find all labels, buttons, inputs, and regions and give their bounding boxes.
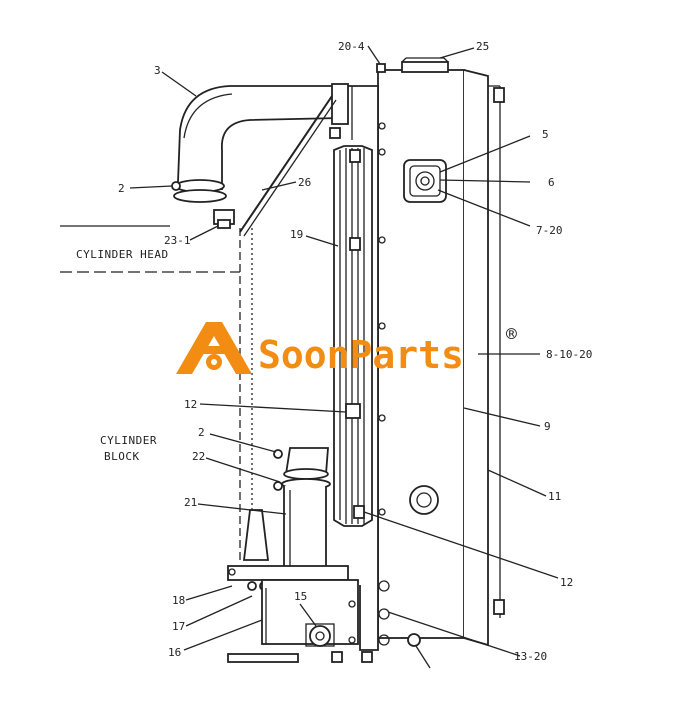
engine-outline <box>60 225 253 560</box>
region-notes: CYLINDER HEAD CYLINDER BLOCK <box>76 248 169 463</box>
watermark: SoonParts ® <box>176 322 517 377</box>
callout-16: 16 <box>168 646 181 659</box>
sight-gauge <box>403 159 447 203</box>
callout-2-upper: 2 <box>118 182 125 195</box>
callout-11: 11 <box>548 490 561 503</box>
callout-12-upper: 12 <box>184 398 197 411</box>
lower-bracket <box>227 579 373 663</box>
registered-mark: ® <box>506 324 517 345</box>
callout-12-lower: 12 <box>560 576 573 589</box>
callout-23-1: 23-1 <box>164 234 191 247</box>
filler-cap <box>401 57 449 73</box>
note-cylinder-block-line1: CYLINDER <box>100 434 157 447</box>
lower-hose <box>273 447 331 569</box>
top-bolt <box>376 63 386 73</box>
callouts: 20-4 25 3 5 6 7-20 2 26 23-1 19 8-10-20 … <box>118 40 592 663</box>
bottom-plug <box>407 633 421 647</box>
callout-25: 25 <box>476 40 489 53</box>
note-cylinder-head: CYLINDER HEAD <box>76 248 169 261</box>
callout-22: 22 <box>192 450 205 463</box>
callout-5: 5 <box>542 128 549 141</box>
callout-7-20: 7-20 <box>536 224 563 237</box>
leader-lines <box>129 45 559 669</box>
callout-20-4: 20-4 <box>338 40 365 53</box>
support-rod <box>239 95 333 233</box>
drain-port <box>409 485 439 515</box>
callout-9: 9 <box>544 420 551 433</box>
callout-13-20: 13-20 <box>514 650 547 663</box>
upper-hose <box>171 83 349 203</box>
callout-15: 15 <box>294 590 307 603</box>
callout-26: 26 <box>298 176 311 189</box>
fan-core <box>333 145 373 527</box>
brand-logo-icon <box>176 322 252 374</box>
callout-18: 18 <box>172 594 185 607</box>
callout-21: 21 <box>184 496 197 509</box>
callout-8-10-20: 8-10-20 <box>546 348 592 361</box>
callout-19: 19 <box>290 228 303 241</box>
radiator-holes <box>378 122 390 646</box>
callout-3: 3 <box>154 64 161 77</box>
note-cylinder-block-line2: BLOCK <box>104 450 140 463</box>
brand-name: SoonParts <box>258 333 464 377</box>
callout-17: 17 <box>172 620 185 633</box>
pump-flange <box>227 509 349 591</box>
callout-2-lower: 2 <box>198 426 205 439</box>
callout-6: 6 <box>548 176 555 189</box>
